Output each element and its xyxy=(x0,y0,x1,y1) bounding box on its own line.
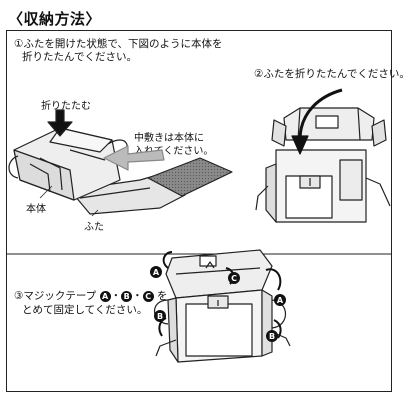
insert-arrow xyxy=(103,145,165,171)
badge-b-left-marker xyxy=(154,310,166,322)
insert-sheet xyxy=(147,157,233,197)
fold-arrow xyxy=(47,109,73,137)
badge-a-top-text: A xyxy=(153,268,160,277)
step3-badges: A C A B B xyxy=(150,266,286,342)
step2-text-line1: ②ふたを折りたたんでください。 xyxy=(254,68,410,80)
step2-illustration xyxy=(255,88,391,223)
step3-illustration xyxy=(153,249,291,363)
sheet-label-line1: 中敷きは本体に xyxy=(134,133,204,144)
illustrations: A C A B B xyxy=(6,88,392,363)
badge-c: C xyxy=(142,290,154,302)
badge-b-right-text: B xyxy=(269,332,275,341)
badge-a-top-marker xyxy=(150,266,162,278)
step3-text-line2: とめて固定してください。 xyxy=(22,304,148,316)
badge-b-left-text: B xyxy=(157,312,163,321)
page-title: 〈収納方法〉 xyxy=(8,10,102,28)
badge-c-marker xyxy=(228,272,240,284)
badge-sep-2: ・ xyxy=(132,290,143,302)
fold-label: 折りたたむ xyxy=(41,101,91,112)
badge-b-right-marker xyxy=(266,330,278,342)
step2-fold-arrow xyxy=(298,88,343,141)
badge-sep-1: ・ xyxy=(110,290,122,302)
sheet-label-line2: 入れてください。 xyxy=(134,146,214,157)
step3-prefix: ③マジックテープ xyxy=(14,290,97,302)
instruction-frame xyxy=(6,30,392,392)
step3-suffix: を xyxy=(156,290,168,302)
badge-a: A xyxy=(99,290,111,302)
body-label: 本体 xyxy=(26,204,46,215)
lid-label: ふた xyxy=(84,222,104,233)
step1-illustration xyxy=(8,109,233,217)
step1-text-line2: 折りたたんでください。 xyxy=(22,51,137,63)
badge-a-right-marker xyxy=(274,294,286,306)
badge-b: B xyxy=(121,290,133,302)
step3-text-line1: ③マジックテープ A・B・C を xyxy=(14,290,167,303)
badge-a-right-text: A xyxy=(277,296,284,305)
badge-c-text: C xyxy=(231,274,237,283)
step1-text-line1: ①ふたを開けた状態で、下図のように本体を xyxy=(14,38,223,50)
